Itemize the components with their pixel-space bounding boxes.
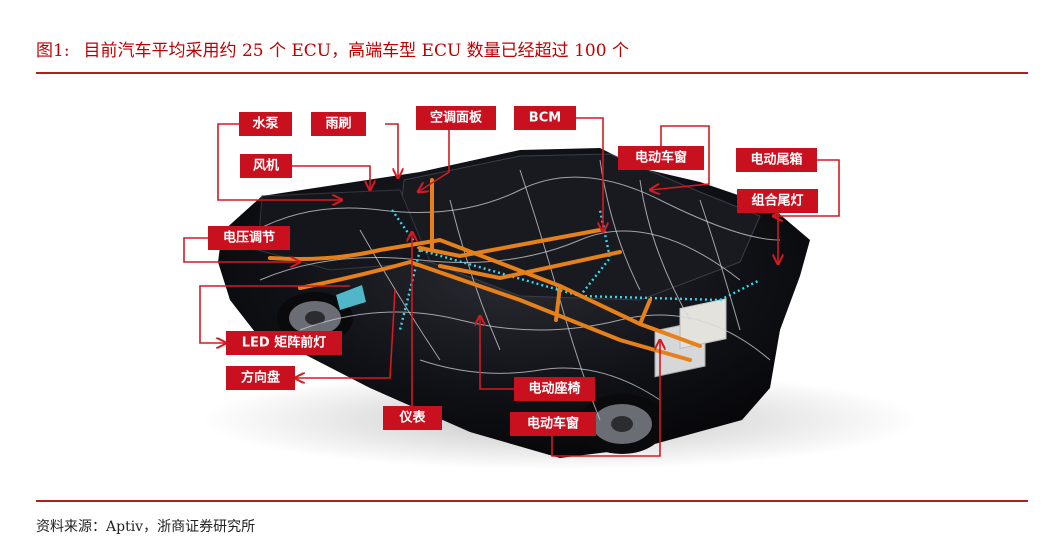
svg-text:风机: 风机 xyxy=(253,158,279,174)
label-water-pump: 水泵 xyxy=(239,112,292,136)
svg-text:电动座椅: 电动座椅 xyxy=(528,381,580,397)
wheel-rear-left xyxy=(578,394,666,454)
svg-text:方向盘: 方向盘 xyxy=(241,370,280,386)
label-wiper: 雨刷 xyxy=(311,112,366,136)
label-power-window-rear: 电动车窗 xyxy=(618,146,704,170)
car-illustration xyxy=(200,148,920,470)
svg-text:水泵: 水泵 xyxy=(252,116,278,132)
headlight xyxy=(336,285,366,310)
footer-rule xyxy=(36,500,1028,502)
svg-text:LED 矩阵前灯: LED 矩阵前灯 xyxy=(242,335,326,351)
label-led-matrix-headlight: LED 矩阵前灯 xyxy=(226,331,342,355)
label-voltage-regulator: 电压调节 xyxy=(208,226,290,250)
figure-title-text: 目前汽车平均采用约 25 个 ECU，高端车型 ECU 数量已经超过 100 个 xyxy=(83,41,629,61)
leader-lines xyxy=(183,117,840,457)
label-bcm: BCM xyxy=(514,106,576,130)
svg-text:空调面板: 空调面板 xyxy=(430,110,483,126)
label-power-tailgate: 电动尾箱 xyxy=(736,148,817,172)
label-power-seat: 电动座椅 xyxy=(514,377,595,401)
label-combo-taillight: 组合尾灯 xyxy=(737,189,818,213)
label-instrument: 仪表 xyxy=(383,406,442,430)
label-ac-panel: 空调面板 xyxy=(416,106,496,130)
svg-text:电动车窗: 电动车窗 xyxy=(527,416,579,432)
svg-text:电压调节: 电压调节 xyxy=(223,230,275,246)
title-rule xyxy=(36,72,1028,74)
svg-text:雨刷: 雨刷 xyxy=(325,117,351,132)
svg-text:组合尾灯: 组合尾灯 xyxy=(751,193,803,209)
label-fan: 风机 xyxy=(240,154,292,178)
figure-number: 图1: xyxy=(36,41,70,61)
svg-text:电动车窗: 电动车窗 xyxy=(635,150,687,166)
svg-text:电动尾箱: 电动尾箱 xyxy=(750,152,802,168)
module-box-2 xyxy=(679,298,727,350)
label-power-window-front: 电动车窗 xyxy=(510,412,596,436)
svg-text:BCM: BCM xyxy=(529,111,561,126)
figure-title: 图1: 目前汽车平均采用约 25 个 ECU，高端车型 ECU 数量已经超过 10… xyxy=(36,36,629,61)
label-steering-wheel: 方向盘 xyxy=(226,366,295,390)
source-note: 资料来源：Aptiv，浙商证券研究所 xyxy=(36,519,256,535)
svg-text:仪表: 仪表 xyxy=(398,410,426,426)
